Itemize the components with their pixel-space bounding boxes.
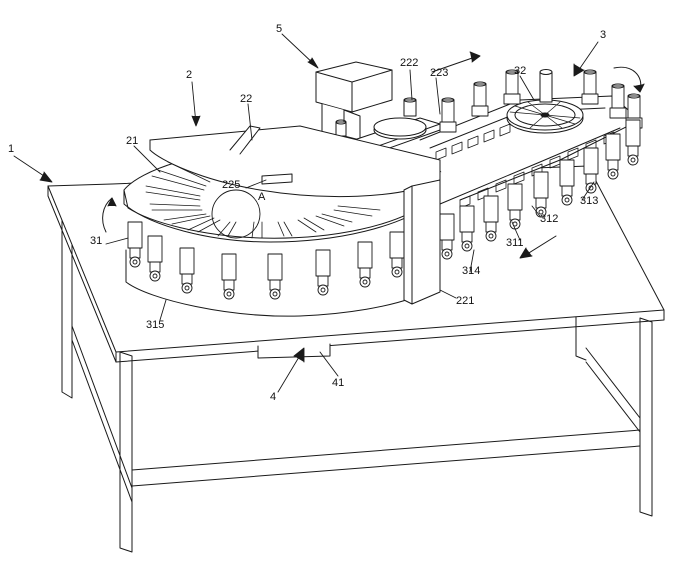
label-22: 22	[240, 93, 253, 105]
leader-lines	[13, 33, 599, 393]
label-313: 313	[580, 195, 599, 207]
label-312: 312	[540, 213, 559, 225]
label-3: 3	[600, 29, 607, 41]
chain-conveyor	[419, 69, 643, 260]
motion-arrows	[102, 51, 645, 259]
label-223: 223	[430, 67, 449, 79]
label-314: 314	[462, 265, 481, 277]
label-5: 5	[276, 23, 283, 35]
label-225: 225	[222, 179, 241, 191]
label-31: 31	[90, 235, 103, 247]
label-221: 221	[456, 295, 475, 307]
label-32: 32	[514, 65, 527, 77]
label-311: 311	[506, 237, 524, 249]
housing-5	[315, 61, 441, 163]
label-4: 4	[270, 391, 277, 403]
label-315: 315	[146, 319, 165, 331]
label-A: A	[258, 191, 266, 203]
label-41: 41	[332, 377, 345, 389]
label-1: 1	[8, 143, 15, 155]
motor-41	[257, 343, 331, 359]
turntable	[123, 125, 441, 317]
label-2: 2	[186, 69, 193, 81]
label-21: 21	[126, 135, 139, 147]
label-222: 222	[400, 57, 419, 69]
